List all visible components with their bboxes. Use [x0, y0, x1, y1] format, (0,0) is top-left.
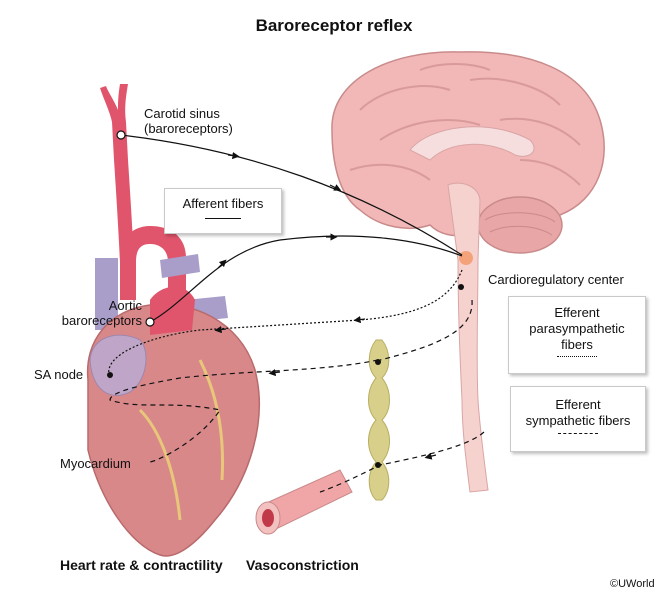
label-myocardium: Myocardium [60, 456, 131, 471]
legend-parasympathetic: Efferent parasympathetic fibers [508, 296, 646, 374]
label-vasoconstriction: Vasoconstriction [246, 557, 359, 573]
carotid-artery [100, 84, 134, 262]
legend-sympathetic-line1: Efferent [555, 397, 601, 412]
copyright: ©UWorld [610, 578, 655, 590]
legend-parasympathetic-line [557, 356, 597, 357]
legend-afferent-line [205, 218, 241, 219]
legend-parasympathetic-line1: Efferent [554, 305, 600, 320]
afferent-path-aortic [149, 235, 463, 323]
label-cardioregulatory-center: Cardioregulatory center [488, 272, 624, 287]
label-carotid-sinus-line2: (baroreceptors) [144, 121, 233, 136]
label-aortic-line2: baroreceptors [61, 313, 142, 328]
label-sa-node: SA node [34, 367, 84, 382]
heart [86, 226, 260, 557]
label-carotid-sinus: Carotid sinus (baroreceptors) [144, 106, 233, 136]
diagram-title: Baroreceptor reflex [255, 16, 413, 35]
parasympathetic-path [108, 269, 463, 379]
label-heart-rate: Heart rate & contractility [60, 557, 223, 573]
spinal-cord [447, 182, 489, 493]
legend-sympathetic: Efferent sympathetic fibers [510, 386, 646, 452]
label-aortic: Aortic baroreceptors [52, 298, 142, 328]
sympathetic-path-1 [379, 299, 473, 361]
brain [331, 51, 605, 254]
blood-vessel [255, 469, 353, 535]
carotid-sinus-point [116, 130, 126, 140]
label-aortic-line1: Aortic [108, 298, 142, 313]
legend-sympathetic-line2: sympathetic fibers [525, 413, 631, 428]
legend-parasympathetic-line2: parasympathetic [529, 321, 625, 336]
aortic-baroreceptor-point [145, 317, 155, 327]
afferent-path-carotid [120, 134, 463, 256]
sympathetic-ganglia [368, 339, 390, 501]
legend-sympathetic-line [558, 433, 598, 434]
legend-afferent: Afferent fibers [164, 188, 282, 234]
legend-afferent-label: Afferent fibers [182, 196, 264, 211]
legend-parasympathetic-line3: fibers [561, 337, 593, 352]
label-carotid-sinus-line1: Carotid sinus [144, 106, 220, 121]
cardioregulatory-center-dot [459, 251, 473, 265]
